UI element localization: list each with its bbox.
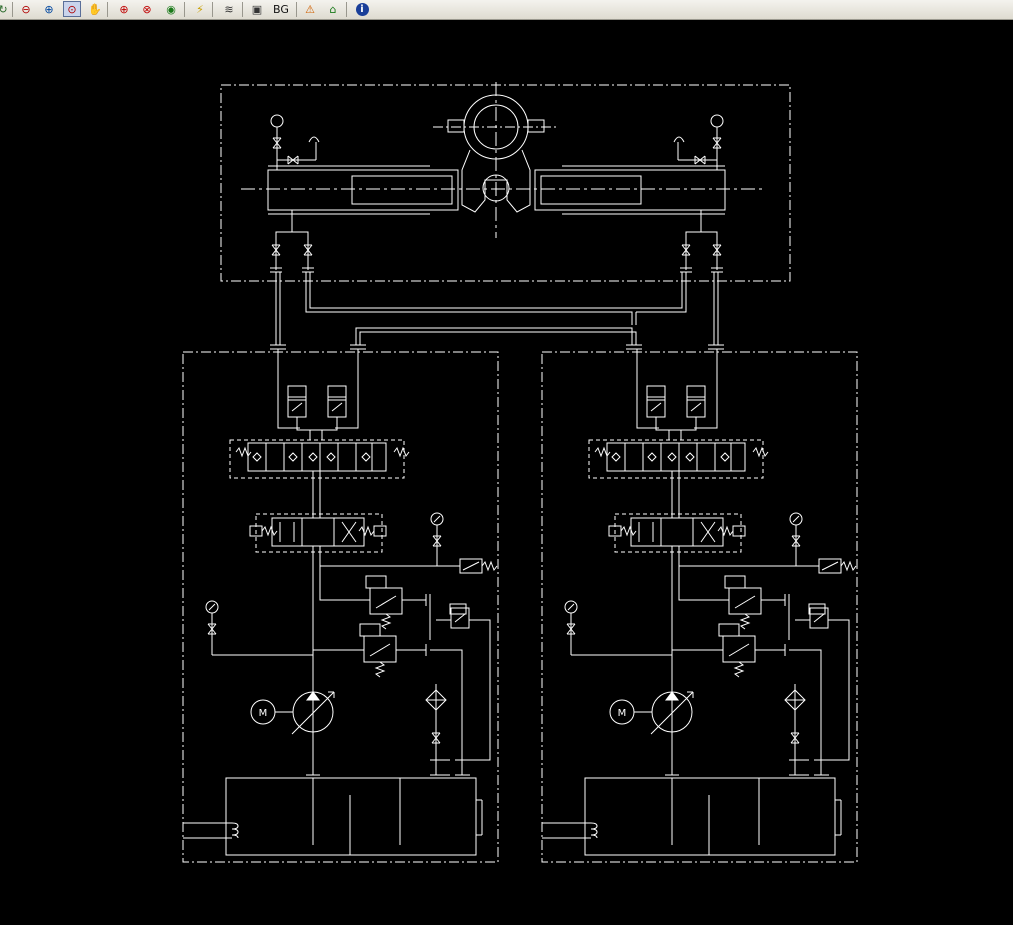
refresh-icon[interactable]: ↻ — [0, 2, 8, 16]
lightning-icon[interactable]: ⚡ — [196, 2, 204, 16]
print-frame-icon[interactable]: ▣ — [251, 2, 263, 16]
left-cylinder — [267, 169, 459, 211]
power-unit-boundary — [182, 351, 499, 863]
zoom-center-icon[interactable]: ⊕ — [119, 2, 129, 16]
eye-view-icon[interactable]: ◉ — [166, 2, 176, 16]
layers-icon[interactable]: ≋ — [224, 2, 234, 16]
diagram-lines — [220, 82, 791, 350]
toolbar-separator — [346, 2, 347, 17]
motor-label: M — [259, 708, 268, 719]
info-icon[interactable]: i — [353, 1, 371, 17]
pan-hand-icon[interactable]: ✋ — [88, 2, 102, 16]
zoom-out-icon[interactable]: ⊖ — [21, 2, 31, 16]
home-icon[interactable]: ⌂ — [329, 2, 337, 16]
bg-button[interactable]: BG — [273, 2, 289, 16]
toolbar-separator — [296, 2, 297, 17]
zoom-in-icon[interactable]: ⊕ — [44, 2, 54, 16]
toolbar-separator — [12, 2, 13, 17]
toolbar-separator — [107, 2, 108, 17]
power-unit-right — [541, 349, 858, 863]
warning-icon[interactable]: ⚠ — [305, 2, 315, 16]
toolbar-separator — [212, 2, 213, 17]
power-unit-boundary — [541, 351, 858, 863]
zoom-window-icon[interactable]: ⊙ — [63, 1, 81, 17]
toolbar-separator — [242, 2, 243, 17]
actuator-assembly-boundary — [220, 84, 791, 282]
power-unit-right-drawing — [541, 349, 858, 863]
power-unit-left — [182, 349, 499, 863]
hydraulic-diagram-canvas[interactable]: M — [0, 20, 1013, 925]
oil-tank — [225, 777, 477, 856]
motor-label: M — [618, 708, 627, 719]
toolbar-separator — [184, 2, 185, 17]
toolbar: ↻ ⊖ ⊕ ⊙ ✋ ⊕ ⊗ ◉ ⚡ ≋ ▣ BG ⚠ ⌂ i — [0, 0, 1013, 20]
zoom-extents-icon[interactable]: ⊗ — [142, 2, 152, 16]
right-cylinder — [534, 169, 726, 211]
oil-tank — [584, 777, 836, 856]
